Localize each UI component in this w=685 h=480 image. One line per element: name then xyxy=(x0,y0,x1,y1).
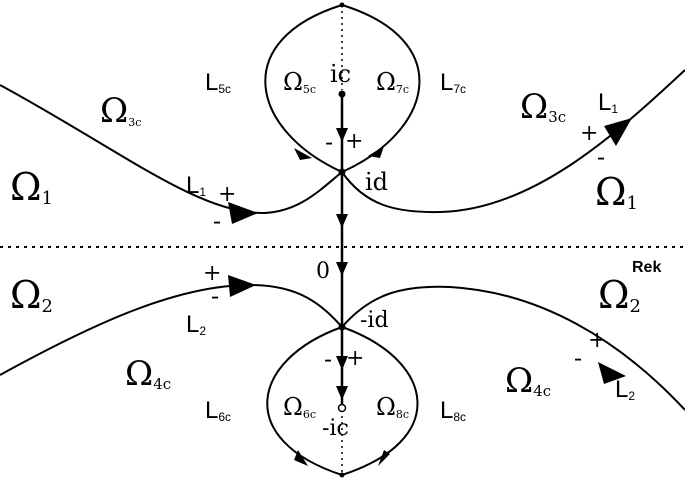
region-omega-3c-left: Ω3c xyxy=(100,91,141,131)
contour-label-L2-right: L2 xyxy=(615,376,635,403)
real-axis-label: Rek xyxy=(632,259,661,276)
sign-plus-L1-right: + xyxy=(580,121,598,146)
label-id: id xyxy=(365,168,388,196)
contour-L2-left-curve xyxy=(0,283,343,376)
contour-label-L8c: L8c xyxy=(440,397,466,424)
region-omega-1-right: Ω1 xyxy=(595,170,638,214)
sign-plus-L1-left: + xyxy=(218,182,236,207)
arrow-center-upper-1 xyxy=(336,128,348,142)
arrow-lower-loop-right xyxy=(378,450,390,466)
sign-minus-lower-center: - xyxy=(324,345,332,373)
sign-plus-lower-center: + xyxy=(346,346,364,371)
label-minus-id: -id xyxy=(360,308,389,333)
arrow-L2-left xyxy=(228,275,256,297)
region-omega-2-right: Ω2 xyxy=(598,273,641,317)
region-omega-2-left: Ω2 xyxy=(10,273,53,317)
region-omega-8c: Ω8c xyxy=(376,393,409,421)
arrow-upper-loop-right xyxy=(368,146,384,158)
arrow-center-lower-1 xyxy=(336,262,348,276)
arrow-L1-left xyxy=(228,202,258,224)
contour-label-L5c: L5c xyxy=(205,69,231,96)
region-omega-4c-right: Ω4c xyxy=(505,361,551,401)
point-id xyxy=(338,168,346,176)
region-omega-7c: Ω7c xyxy=(376,68,409,96)
contour-L2-right-curve xyxy=(341,285,685,411)
label-zero: 0 xyxy=(316,259,330,284)
arrow-L2-right xyxy=(598,362,626,384)
contour-label-L6c: L6c xyxy=(205,397,231,424)
arrow-center-lower-2 xyxy=(336,356,348,370)
arrow-L1-right xyxy=(604,118,632,146)
label-minus-ic: -ic xyxy=(322,416,349,441)
sign-plus-L2-left: + xyxy=(203,261,221,286)
point-minus-id xyxy=(338,323,346,331)
sign-minus-L2-left: - xyxy=(211,282,219,310)
sign-minus-L1-right: - xyxy=(597,143,605,171)
arrow-upper-loop-left xyxy=(294,148,312,160)
point-bottom xyxy=(339,472,345,478)
region-omega-1-left: Ω1 xyxy=(10,165,53,209)
sign-minus-L2-right: - xyxy=(574,344,582,372)
region-omega-3c-right: Ω3c xyxy=(520,87,566,127)
region-omega-4c-left: Ω4c xyxy=(125,354,171,394)
contour-label-L2-left: L2 xyxy=(186,311,206,338)
arrow-center-upper-2 xyxy=(336,214,348,228)
contour-label-L1-left: L1 xyxy=(186,172,206,199)
arrow-center-lower-3 xyxy=(336,386,348,400)
point-ic xyxy=(338,90,346,98)
sign-plus-L2-right: + xyxy=(588,328,606,353)
contour-label-L7c: L7c xyxy=(440,69,466,96)
arrow-lower-loop-left xyxy=(294,450,308,466)
sign-plus-upper-center: + xyxy=(345,129,363,154)
region-omega-5c: Ω5c xyxy=(283,68,316,96)
sign-minus-L1-left: - xyxy=(213,207,221,235)
point-minus-ic xyxy=(337,403,347,413)
point-top xyxy=(339,2,345,8)
region-omega-6c: Ω6c xyxy=(283,393,316,421)
contour-label-L1-right: L1 xyxy=(598,89,618,116)
sign-minus-upper-center: - xyxy=(325,128,333,156)
label-ic: ic xyxy=(330,60,351,88)
